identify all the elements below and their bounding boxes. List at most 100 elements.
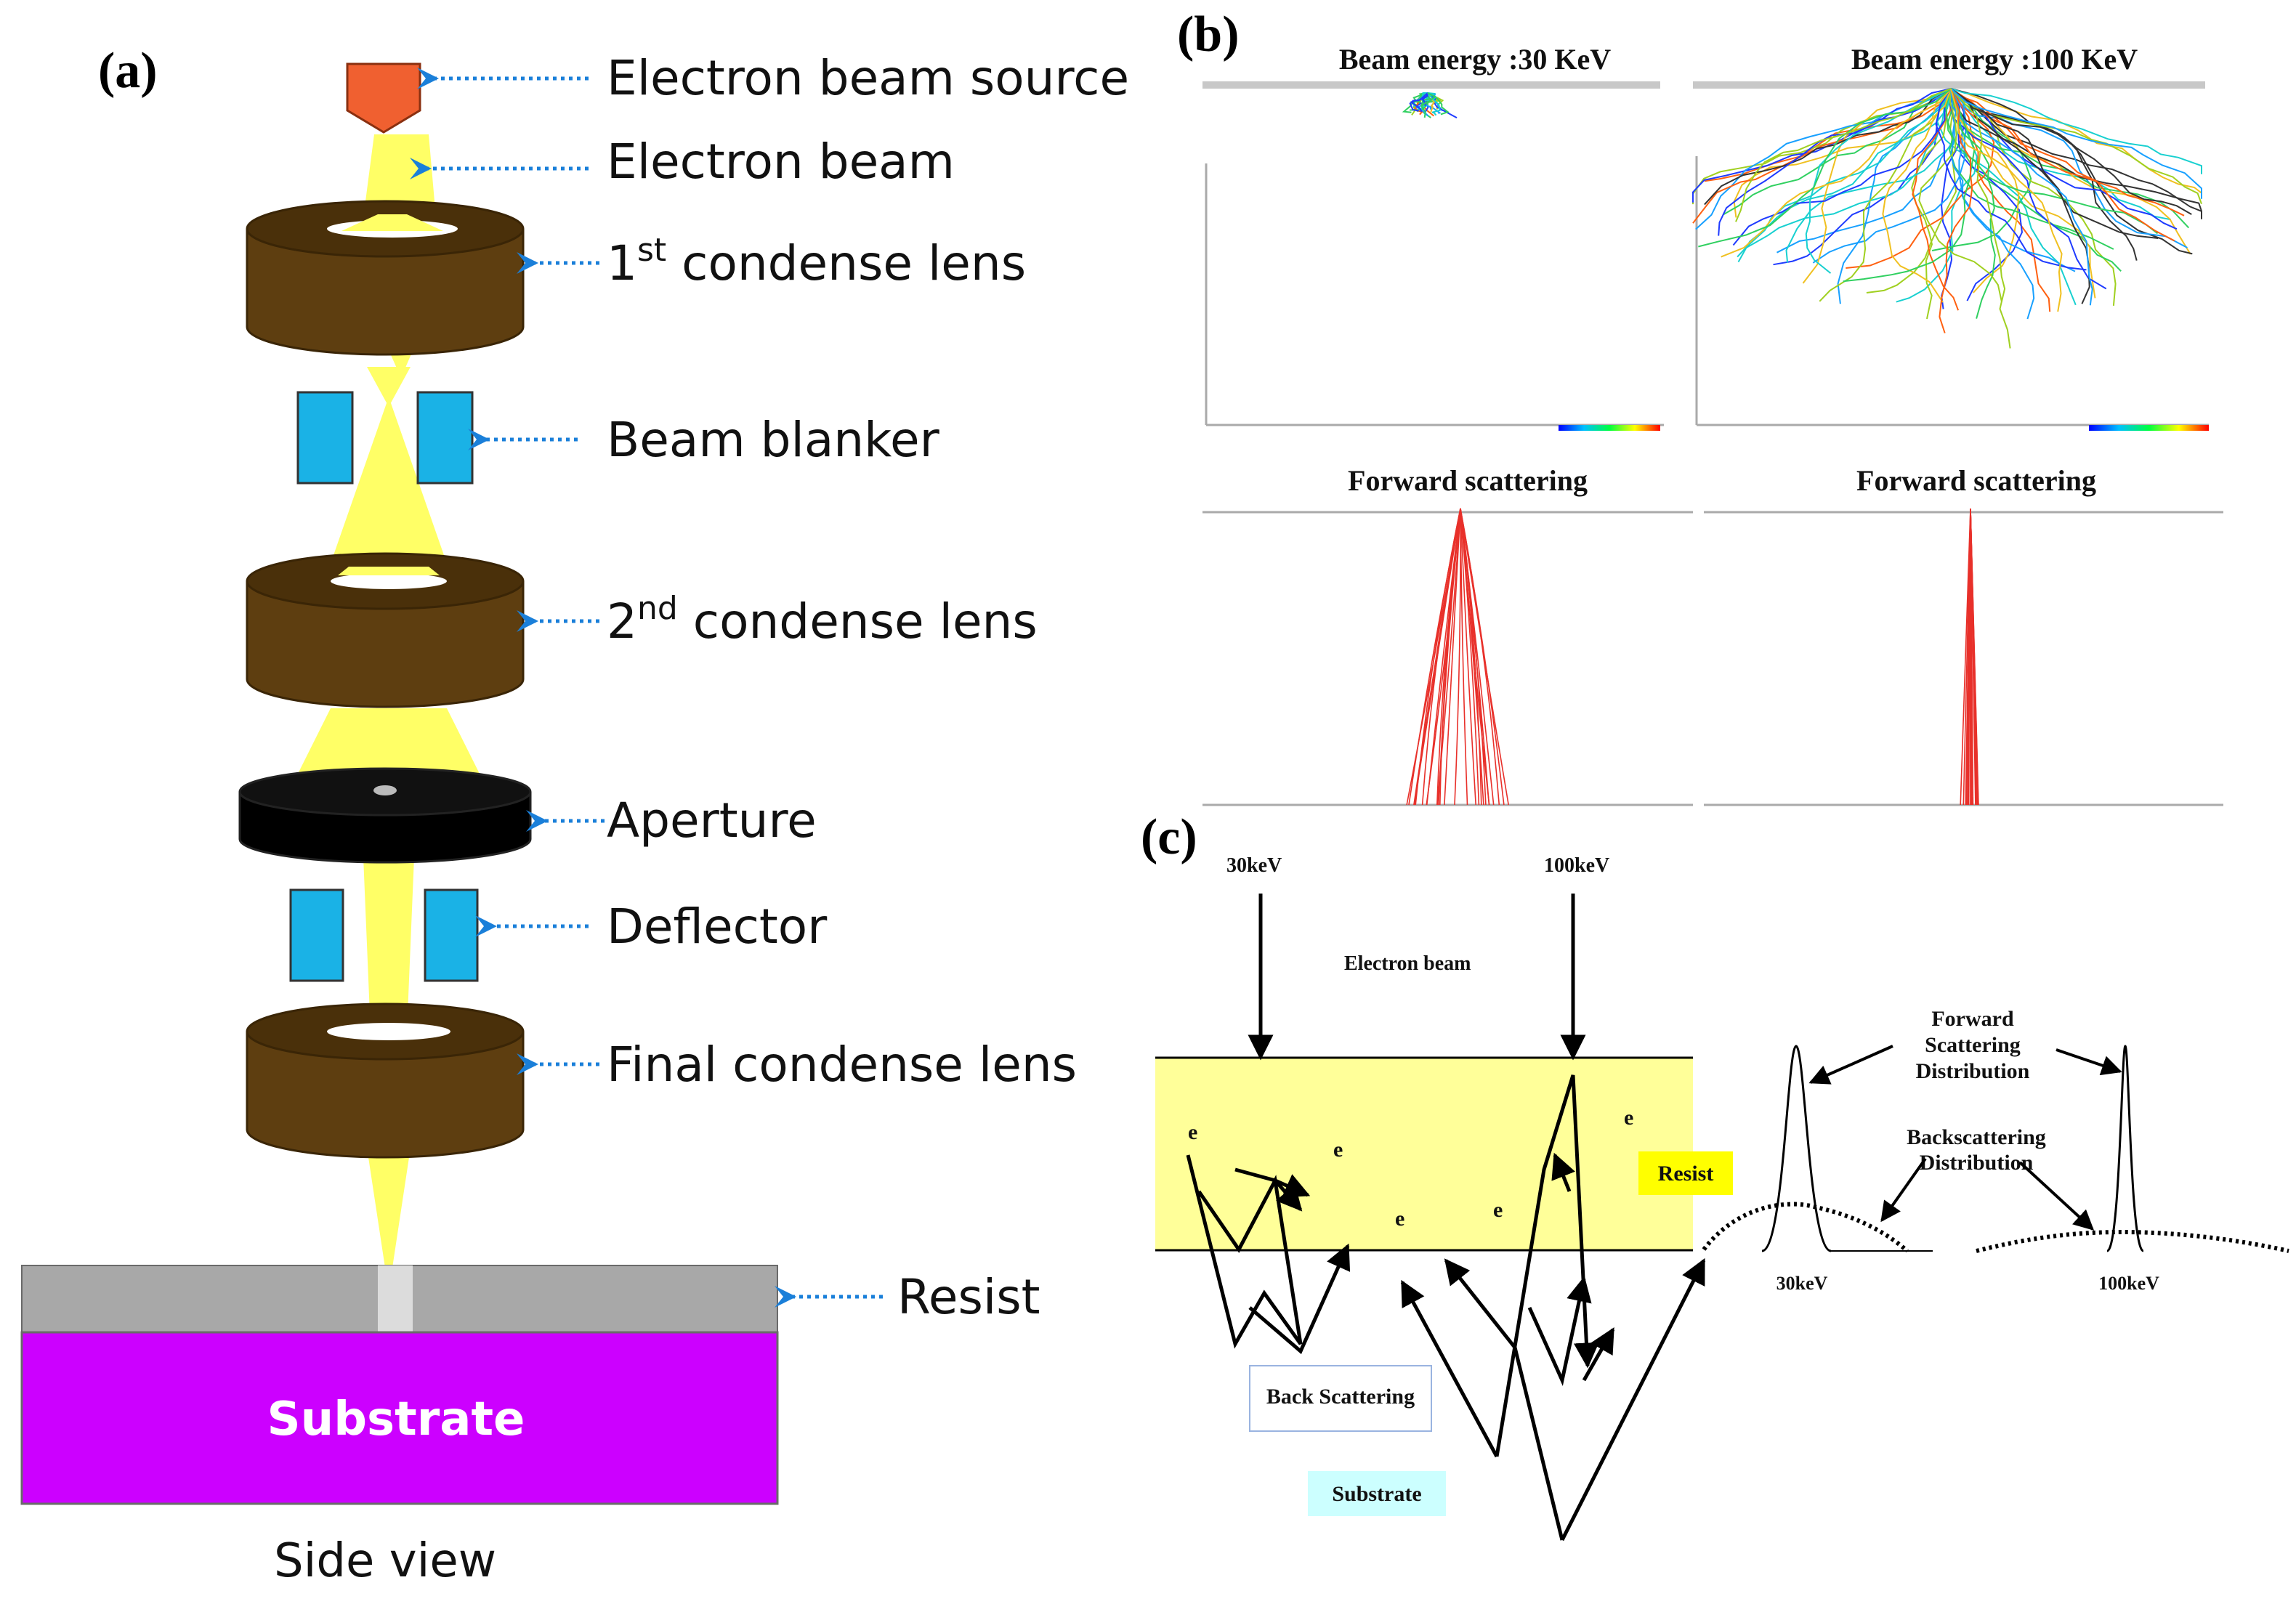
resist-block-c: [1155, 1058, 1693, 1250]
trajectory-100kev: [1950, 88, 1996, 319]
forward-trajectory-30kev: [1460, 508, 1500, 806]
forward-trajectory-30kev: [1460, 508, 1487, 806]
trajectory-100kev: [1950, 88, 2076, 272]
label-lens1-number: 1: [607, 235, 637, 291]
panel-a-label: (a): [98, 43, 158, 99]
trajectory-100kev: [1950, 88, 2192, 215]
second-condense-lens: [246, 552, 525, 708]
label-electron-beam: Electron beam: [607, 134, 955, 190]
forward-30kev-plot: [1202, 508, 1693, 806]
trajectory-100kev: [1950, 88, 2117, 306]
label-lens2-text: condense lens: [678, 594, 1038, 649]
trajectory-100kev: [1950, 88, 2202, 211]
label-beam-blanker: Beam blanker: [607, 412, 940, 468]
substrate-block: [20, 1331, 779, 1505]
trajectory-100kev: [1733, 88, 1952, 218]
label-dist-100kev: 100keV: [2098, 1273, 2159, 1294]
trajectory-100kev: [1950, 88, 2063, 312]
label-first-condense-lens: 1st condense lens: [607, 232, 1026, 291]
back-scattering-label: Back Scattering: [1266, 1385, 1415, 1409]
trajectory-100kev: [1732, 88, 1952, 246]
panel-b: (b) Beam energy :30 KeV Beam energy :100…: [1177, 7, 2223, 806]
label-dist-30kev: 30keV: [1776, 1273, 1828, 1294]
resist-label-c: Resist: [1658, 1162, 1714, 1186]
forward-trajectory-30kev: [1436, 508, 1461, 806]
label-lens2-number: 2: [607, 594, 637, 649]
side-view-caption: Side view: [274, 1534, 496, 1588]
electron-trajectories-100kev: [1692, 88, 2202, 349]
trajectory-100kev: [1950, 88, 2159, 239]
resist-label-box: [1638, 1151, 1733, 1195]
electron-marker: e: [1493, 1198, 1503, 1222]
substrate-label: Substrate: [267, 1393, 525, 1446]
forward-trajectory-30kev: [1460, 508, 1490, 806]
label-forward-2: Scattering: [1925, 1033, 2021, 1057]
panel-c-label: (c): [1141, 809, 1197, 865]
trajectory-100kev: [1950, 88, 2202, 174]
trajectory-30kev: [1427, 92, 1458, 118]
label-second-condense-lens: 2nd condense lens: [607, 590, 1038, 649]
sim-100kev-plot: [1692, 81, 2209, 431]
beam-blanker-right: [416, 391, 474, 485]
first-condense-lens: [246, 200, 525, 356]
trajectory-100kev: [1692, 88, 1952, 203]
trajectory-30kev: [1421, 92, 1436, 107]
label-resist: Resist: [897, 1269, 1040, 1325]
trajectory-100kev: [1947, 88, 2114, 250]
trajectory-100kev: [1912, 88, 1960, 311]
label-lens2-superscript: nd: [637, 590, 678, 627]
title-forward-100kev: Forward scattering: [1856, 464, 2096, 497]
trajectory-100kev: [1950, 88, 2202, 219]
exposed-region: [378, 1265, 413, 1332]
trajectory-100kev: [1812, 88, 1968, 264]
deflector-right: [424, 888, 479, 982]
panel-c: (c) 30keV 100keV Electron beam e e e e e…: [1141, 809, 2289, 1542]
substrate-label-box: [1308, 1471, 1446, 1516]
colorbar-100kev: [2089, 425, 2209, 431]
trajectory-100kev: [1721, 88, 1952, 258]
label-forward-1: Forward: [1931, 1007, 2014, 1031]
aperture-disc: [238, 767, 532, 864]
trajectory-100kev: [1882, 88, 1952, 303]
trajectory-100kev: [1846, 88, 1995, 269]
colorbar-30kev: [1559, 425, 1660, 431]
forward-trajectories-100kev: [1960, 508, 1979, 806]
trajectory-30kev: [1409, 92, 1428, 112]
forward-trajectory-30kev: [1408, 508, 1461, 806]
label-lens1-text: condense lens: [666, 235, 1026, 291]
label-back-1: Backscattering: [1907, 1125, 2046, 1149]
scattering-trajectories: [1186, 1074, 1706, 1542]
trajectory-100kev: [1737, 88, 1952, 263]
trajectory-100kev: [1950, 88, 2011, 349]
label-aperture: Aperture: [607, 793, 817, 848]
electron-marker: e: [1188, 1120, 1197, 1144]
label-beam-30kev: 30keV: [1226, 854, 1282, 877]
distribution-100kev: [1976, 1045, 2289, 1253]
trajectory-100kev: [1950, 88, 2193, 255]
forward-trajectory-100kev: [1962, 508, 1971, 806]
label-final-condense-lens: Final condense lens: [607, 1037, 1077, 1093]
interaction-volume-30kev: [1402, 92, 1458, 118]
trajectory-100kev: [1723, 88, 1952, 216]
forward-trajectory-30kev: [1426, 508, 1461, 806]
electron-marker: e: [1395, 1207, 1404, 1231]
trajectory-100kev: [1950, 88, 2096, 299]
label-electron-beam-c: Electron beam: [1344, 952, 1471, 975]
distribution-30kev: [1702, 1045, 1933, 1253]
sim-30kev-plot: [1202, 81, 1664, 431]
final-condense-lens: [246, 1003, 525, 1159]
annotation-arrows: [1808, 1045, 2122, 1231]
trajectory-30kev: [1427, 92, 1441, 116]
electron-marker: e: [1333, 1138, 1343, 1162]
beam-blanker-left: [296, 391, 354, 485]
trajectory-100kev: [1931, 88, 2032, 251]
title-forward-30kev: Forward scattering: [1348, 464, 1588, 497]
label-electron-beam-source: Electron beam source: [607, 50, 1129, 106]
label-forward-3: Distribution: [1916, 1059, 2030, 1083]
trajectory-100kev: [1935, 88, 2087, 271]
trajectory-100kev: [1837, 88, 1952, 304]
forward-100kev-plot: [1704, 508, 2223, 806]
label-lens1-superscript: st: [637, 232, 666, 269]
